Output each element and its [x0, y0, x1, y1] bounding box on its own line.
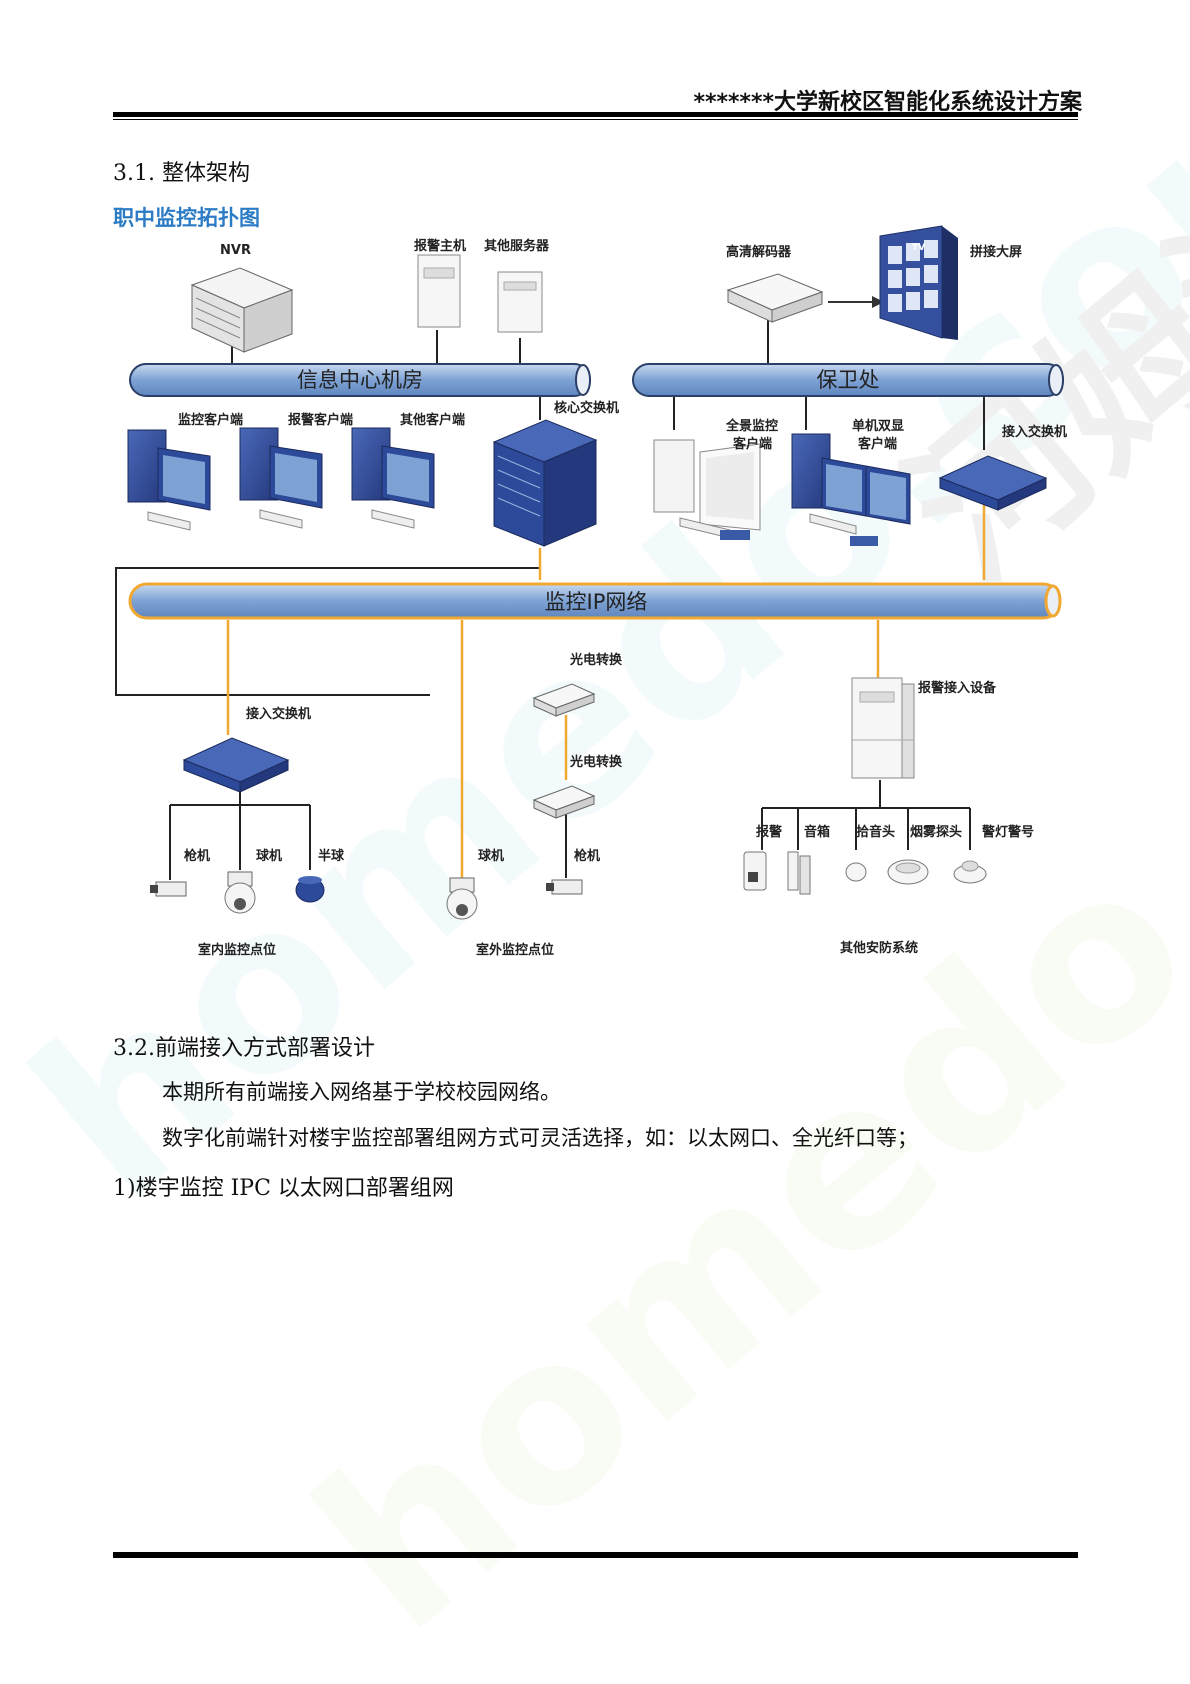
section-heading-3-2: 3.2.前端接入方式部署设计 [113, 1036, 375, 1061]
label-dual-screen-1: 单机双显 [852, 418, 904, 434]
diagram-title: 职中监控拓扑图 [113, 206, 260, 230]
label-alarm-access: 报警接入设备 [918, 680, 997, 696]
decoder-icon [726, 273, 824, 323]
label-dome-cam-2: 球机 [478, 848, 504, 864]
label-other-client: 其他客户端 [400, 412, 465, 428]
label-monitor-client: 监控客户端 [178, 412, 243, 428]
label-nvr: NVR [220, 243, 251, 258]
gun-camera-icon [546, 879, 583, 895]
label-hd-decoder: 高清解码器 [726, 244, 792, 260]
optical-converter-icon [532, 785, 596, 819]
access-switch-left-icon [182, 737, 290, 793]
monitor-client-icon [127, 429, 211, 531]
label-core-switch: 核心交换机 [554, 400, 619, 416]
half-dome-camera-icon [295, 876, 325, 903]
other-client-icon [351, 427, 435, 529]
label-optical-2: 光电转换 [569, 754, 623, 770]
label-indoor-group: 室内监控点位 [198, 942, 276, 958]
label-dual-screen-2: 客户端 [858, 436, 897, 452]
label-optical-1: 光电转换 [569, 652, 623, 668]
tv-label: TV [912, 243, 925, 253]
siren-icon [953, 860, 987, 884]
core-switch-icon [492, 419, 598, 547]
nvr-icon [190, 267, 294, 353]
paragraph-2: 数字化前端针对楼宇监控部署组网方式可灵活选择，如：以太网口、全光纤口等； [162, 1126, 918, 1150]
video-wall-icon [879, 225, 958, 340]
dome-camera-icon [446, 877, 478, 920]
optical-converter-icon [532, 683, 596, 717]
smoke-detector-icon [887, 859, 929, 885]
label-speaker: 音箱 [804, 824, 830, 840]
alarm-sensor-icon [743, 851, 767, 891]
label-gun-cam-1: 枪机 [184, 848, 210, 864]
topology-diagram: TV [115, 225, 1067, 958]
pickup-icon [845, 862, 867, 882]
label-half-dome: 半球 [318, 848, 345, 864]
label-alarm-client: 报警客户端 [288, 412, 353, 428]
label-dome-cam-1: 球机 [256, 848, 282, 864]
bus-label-security-office: 保卫处 [817, 368, 880, 392]
label-siren: 警灯警号 [982, 824, 1034, 840]
paragraph-1: 本期所有前端接入网络基于学校校园网络。 [162, 1080, 561, 1104]
dual-screen-client-icon [791, 433, 911, 546]
access-switch-icon [938, 455, 1048, 511]
label-panorama-client-2: 客户端 [733, 436, 772, 452]
label-gun-cam-2: 枪机 [574, 848, 600, 864]
server-icon [497, 271, 543, 333]
label-other-servers: 其他服务器 [484, 238, 550, 254]
label-alarm: 报警 [756, 824, 782, 840]
dome-camera-icon [224, 871, 256, 914]
bus-label-info-center: 信息中心机房 [297, 368, 423, 392]
label-outdoor-group: 室外监控点位 [476, 942, 554, 958]
label-other-security: 其他安防系统 [840, 940, 918, 956]
header-rule-thin [113, 119, 1078, 120]
alarm-host-icon [417, 254, 461, 328]
speaker-icon [787, 851, 811, 895]
page-header-title: *******大学新校区智能化系统设计方案 [693, 90, 1082, 115]
gun-camera-icon [150, 881, 187, 897]
alarm-access-device-icon [851, 677, 915, 779]
header-rule [113, 112, 1078, 117]
label-panorama-client-1: 全景监控 [725, 418, 778, 434]
alarm-client-icon [239, 427, 323, 529]
section-heading-3-1: 3.1. 整体架构 [113, 161, 250, 186]
panorama-client-icon [653, 439, 761, 540]
list-item-1: 1)楼宇监控 IPC 以太网口部署组网 [113, 1176, 454, 1201]
label-alarm-host: 报警主机 [414, 238, 466, 254]
label-smoke: 烟雾探头 [910, 824, 962, 840]
bus-label-ip-network: 监控IP网络 [545, 590, 648, 614]
label-video-wall: 拼接大屏 [970, 244, 1022, 260]
label-access-switch-left: 接入交换机 [246, 706, 311, 722]
label-pickup: 拾音头 [856, 824, 895, 840]
label-access-switch-top: 接入交换机 [1002, 424, 1067, 440]
footer-rule [113, 1552, 1078, 1558]
